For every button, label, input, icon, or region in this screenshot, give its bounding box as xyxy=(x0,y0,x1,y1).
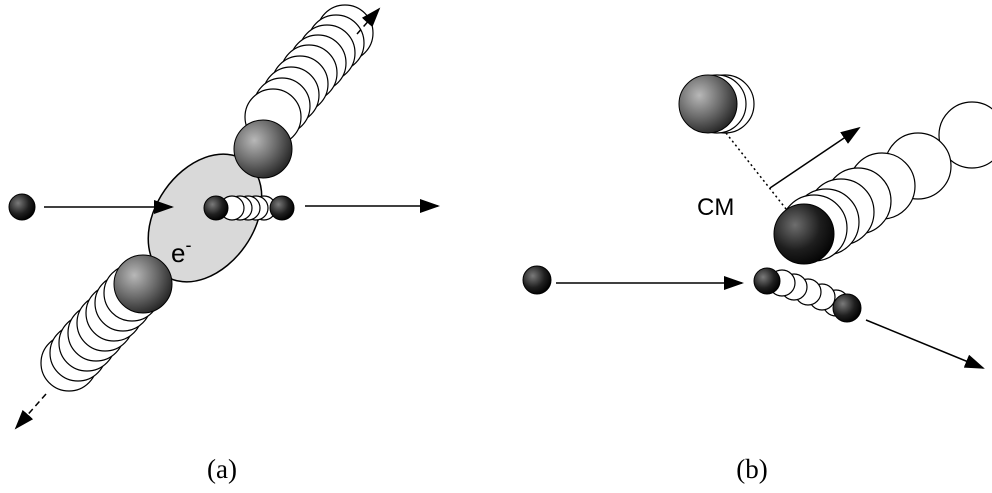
caption-a: (a) xyxy=(207,454,237,484)
upper-large-atom xyxy=(233,119,293,179)
upper-atom xyxy=(678,74,738,134)
center-of-mass-line xyxy=(725,132,791,215)
deflected-arrow xyxy=(865,319,985,369)
panel-a: e- (a) xyxy=(8,4,440,484)
panel-b: CM (b) xyxy=(522,74,992,484)
upper-ghost-trail xyxy=(244,4,374,146)
projectile-exit-b xyxy=(832,293,862,323)
recoil-atom xyxy=(773,203,835,265)
upper-outgoing-arrow xyxy=(356,7,381,35)
projectile-exit xyxy=(269,195,295,221)
electron-label: e- xyxy=(171,235,191,268)
caption-b: (b) xyxy=(736,454,767,484)
cm-velocity-arrow xyxy=(769,126,861,189)
lower-large-atom xyxy=(113,254,173,314)
cm-label: CM xyxy=(697,194,734,221)
incoming-projectile-b xyxy=(522,265,552,295)
lower-ghost-trail xyxy=(40,264,161,392)
incoming-projectile xyxy=(8,193,36,221)
projectile-entry xyxy=(203,195,229,221)
projectile-ghost-trail xyxy=(219,195,277,221)
projectile-entry-b xyxy=(753,267,781,295)
lower-outgoing-arrow xyxy=(14,393,47,430)
